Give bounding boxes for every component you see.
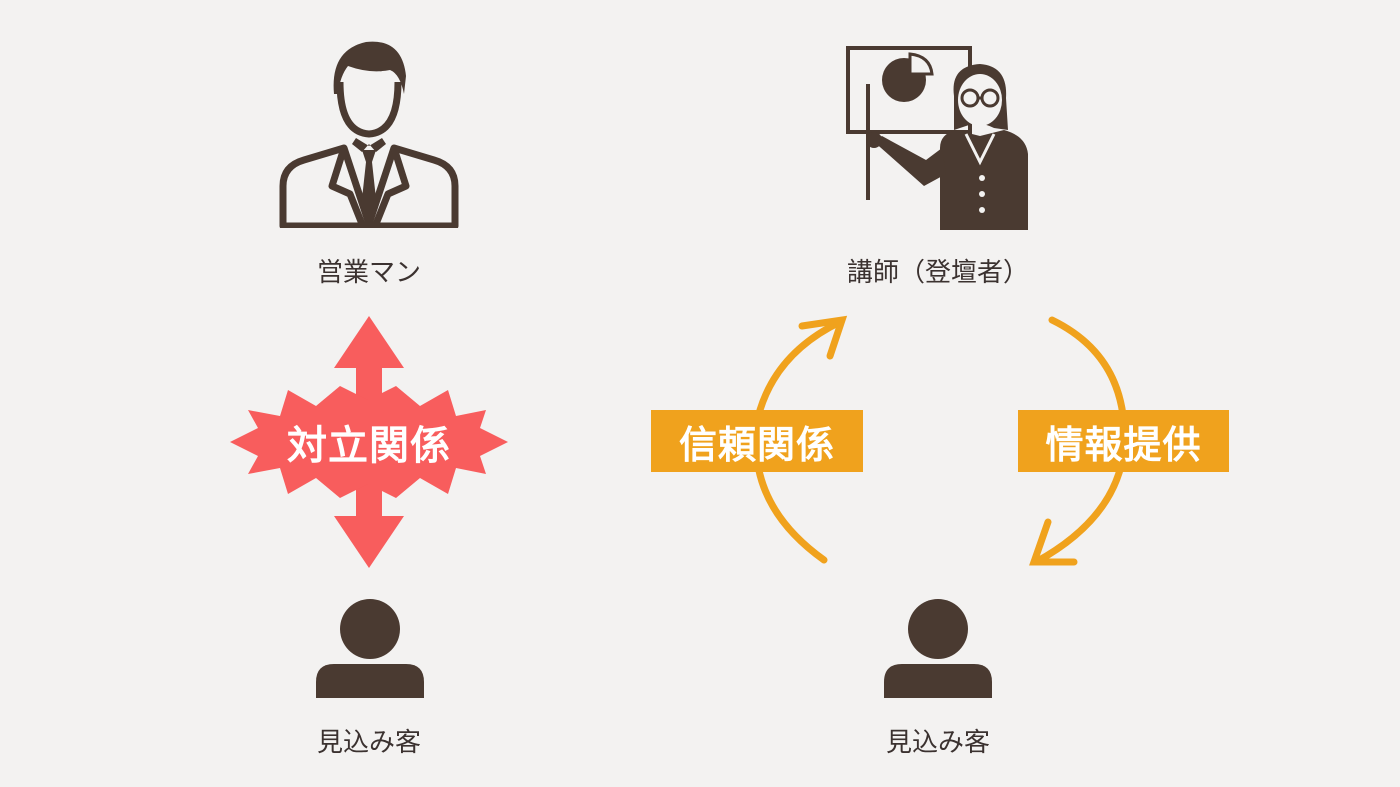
presenter-icon [846,46,1028,230]
conflict-double-arrow [230,316,508,568]
info-arrowhead [1029,518,1078,566]
info-badge: 情報提供 [1018,410,1229,472]
salesman-label: 営業マン [316,258,422,288]
conflict-label: 対立関係 [287,423,451,469]
prospect-label-left: 見込み客 [316,728,422,758]
person-icon [316,599,424,698]
lecturer-label: 講師（登壇者） [846,258,1030,288]
prospect-label-right: 見込み客 [885,728,991,758]
person-icon [884,599,992,698]
trust-badge: 信頼関係 [651,410,863,472]
businessman-icon [279,41,459,228]
conflict-burst-shape [230,386,508,498]
trust-arrowhead [798,315,848,360]
